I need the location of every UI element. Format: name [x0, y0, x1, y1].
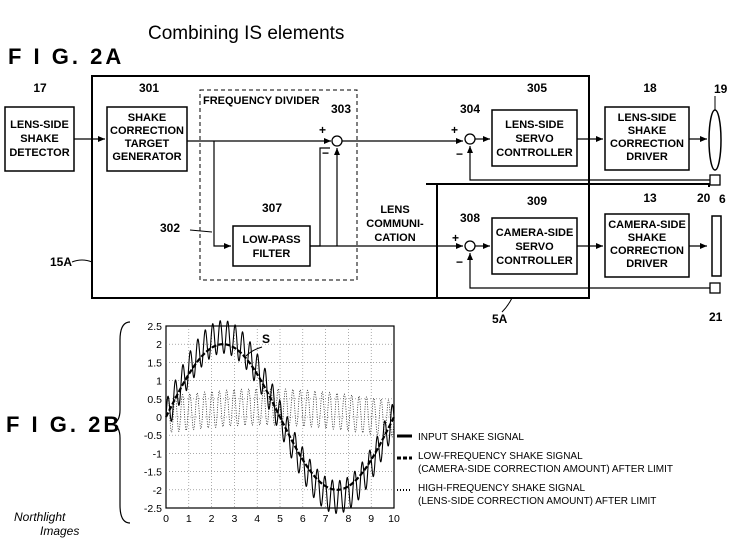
y-tick-label: 0	[156, 412, 162, 424]
summing-junction-303	[331, 135, 343, 147]
x-tick-label: 10	[388, 513, 400, 525]
series-low-frequency	[165, 343, 395, 491]
position-sensor-20	[709, 174, 721, 186]
x-tick-label: 7	[323, 513, 329, 525]
fig-2b-label: F I G. 2B	[6, 412, 122, 437]
x-tick-label: 3	[231, 513, 237, 525]
ref-13: 13	[643, 191, 657, 205]
x-tick-label: 8	[345, 513, 351, 525]
x-tick-label: 0	[163, 513, 169, 525]
series-input-shake	[165, 320, 395, 515]
ref-305: 305	[527, 81, 547, 95]
plus-sign-308: +	[452, 231, 459, 245]
fig-2a-label: F I G. 2A	[8, 44, 124, 69]
position-sensor-21	[709, 282, 721, 294]
y-tick-label: 2	[156, 339, 162, 351]
signal-lines	[71, 136, 713, 313]
ref-301: 301	[139, 81, 159, 95]
curve-label-s: S	[262, 332, 270, 346]
ref-21: 21	[709, 310, 723, 324]
plot-grid	[166, 326, 394, 508]
ref-307: 307	[262, 201, 282, 215]
fig-2b-brace	[111, 321, 131, 524]
curve-label-leader	[245, 346, 263, 357]
y-tick-labels: 2.5 2 1.5 1 0.5 0 -0.5 -1 -1.5 -2 -2.5	[144, 321, 162, 515]
legend-low-frequency: LOW-FREQUENCY SHAKE SIGNAL(CAMERA-SIDE C…	[418, 451, 673, 475]
ref-15a: 15A	[50, 255, 72, 269]
x-tick-labels: 0 1 2 3 4 5 6 7 8 9 10	[163, 513, 400, 525]
y-tick-label: -2.5	[144, 503, 162, 515]
ref-303: 303	[331, 102, 351, 116]
y-tick-label: -1	[153, 448, 162, 460]
frequency-divider-frame	[199, 89, 358, 281]
minus-sign-303: −	[322, 146, 329, 160]
ref-18: 18	[643, 81, 657, 95]
summing-junction-304	[464, 133, 476, 145]
y-tick-label: -1.5	[144, 467, 162, 479]
summing-junction-308	[464, 240, 476, 252]
page-title: Combining IS elements	[148, 23, 344, 44]
x-tick-label: 2	[209, 513, 215, 525]
legend-input-shake: INPUT SHAKE SIGNAL	[418, 432, 524, 443]
frequency-divider-label: FREQUENCY DIVIDER	[203, 95, 320, 107]
y-tick-label: 1.5	[147, 357, 162, 369]
ref-6: 6	[719, 192, 726, 206]
y-tick-label: 1	[156, 376, 162, 388]
y-tick-label: -0.5	[144, 430, 162, 442]
ref-17: 17	[33, 81, 47, 95]
ref-19: 19	[714, 82, 728, 96]
plot-series	[165, 320, 395, 515]
y-tick-label: -2	[153, 485, 162, 497]
legend: INPUT SHAKE SIGNAL LOW-FREQUENCY SHAKE S…	[397, 432, 673, 507]
x-tick-label: 1	[186, 513, 192, 525]
minus-sign-308: −	[456, 255, 463, 269]
x-tick-label: 6	[300, 513, 306, 525]
series-high-frequency	[165, 387, 395, 438]
x-tick-label: 4	[254, 513, 260, 525]
plus-sign-304: +	[451, 123, 458, 137]
y-tick-label: 2.5	[147, 321, 162, 333]
image-sensor-6	[711, 215, 722, 277]
ref-302: 302	[160, 221, 180, 235]
ref-20: 20	[697, 191, 711, 205]
ref-5a: 5A	[492, 312, 508, 326]
ref-304: 304	[460, 102, 480, 116]
camera-unit-frame-5a	[436, 183, 590, 299]
ref-308: 308	[460, 211, 480, 225]
legend-high-frequency: HIGH-FREQUENCY SHAKE SIGNAL(LENS-SIDE CO…	[418, 483, 656, 507]
y-tick-label: 0.5	[147, 394, 162, 406]
lens-element-19	[708, 109, 722, 171]
ref-309: 309	[527, 194, 547, 208]
x-tick-label: 5	[277, 513, 283, 525]
minus-sign-304: −	[456, 147, 463, 161]
plus-sign-303: +	[319, 123, 326, 137]
x-tick-label: 9	[368, 513, 374, 525]
